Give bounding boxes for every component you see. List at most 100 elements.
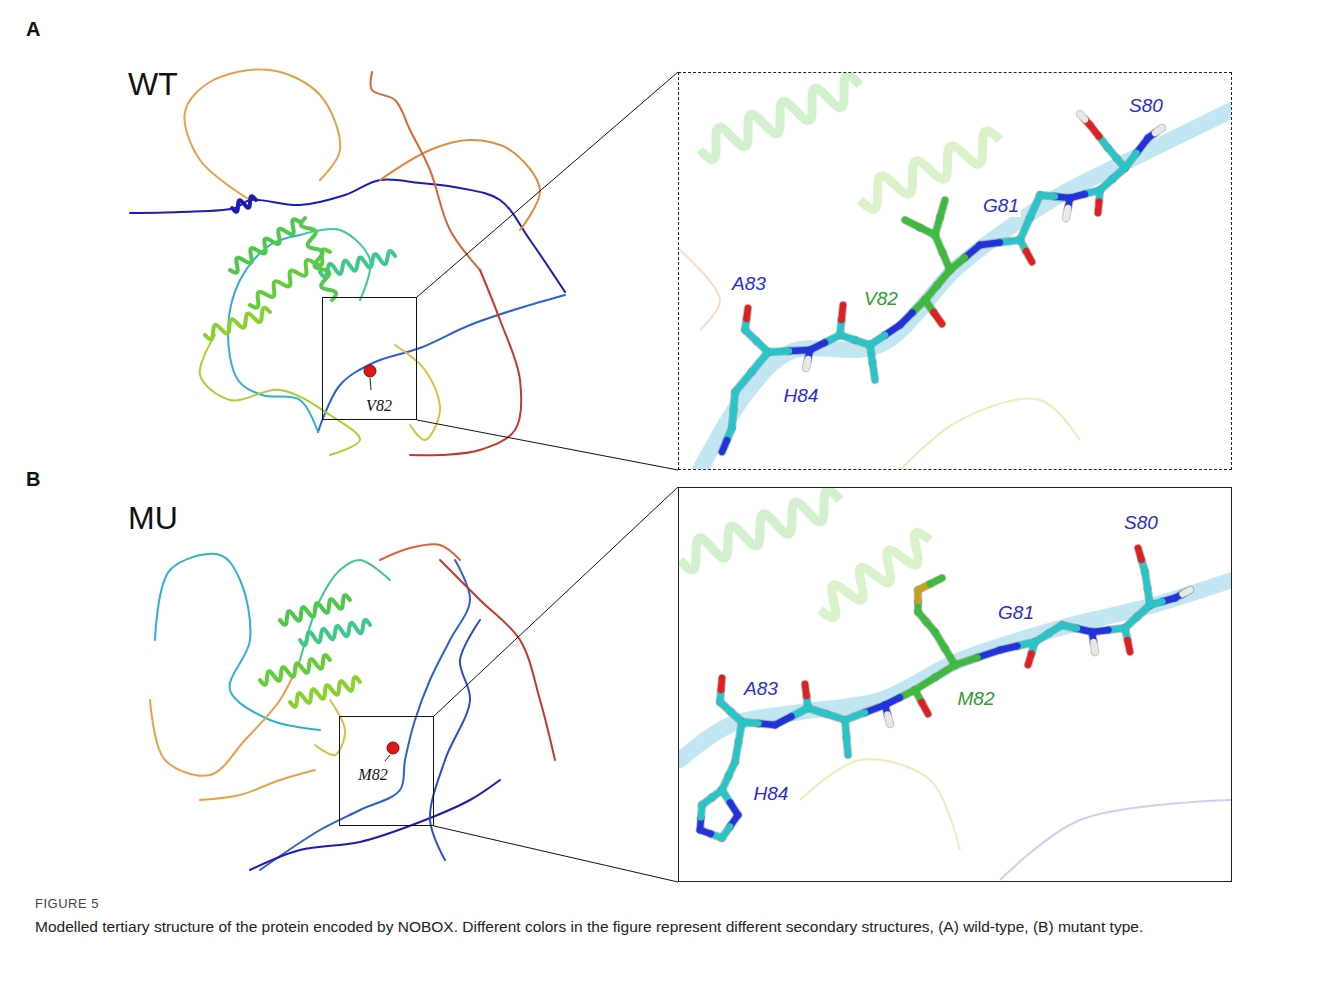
coil-trace [200, 770, 315, 800]
bond-stick [721, 678, 722, 690]
bond-stick [1098, 202, 1099, 214]
coil-trace [430, 620, 480, 860]
zoom-leader-line [417, 420, 678, 470]
bond-outline [1155, 128, 1162, 133]
helix-ribbon [205, 308, 270, 339]
helix-ribbon [232, 196, 256, 211]
residue-label: H84 [782, 385, 821, 407]
bond-stick [888, 715, 891, 725]
bond-stick [1094, 642, 1096, 652]
bond-outline [955, 658, 978, 666]
bond-stick [805, 684, 807, 696]
residue-label: H84 [752, 783, 791, 805]
bond-stick [873, 363, 876, 381]
zoom-background [680, 490, 1231, 880]
bond-outline [1020, 218, 1030, 241]
bond-stick [1128, 640, 1131, 652]
coil-trace [380, 140, 540, 230]
bond-outline [978, 650, 1001, 658]
faint-helix [700, 75, 860, 160]
zoom-leader-line [434, 487, 678, 716]
coil-trace [315, 700, 345, 755]
residue-label: A83 [730, 273, 768, 295]
zoom-source-box: M82 [339, 716, 434, 826]
zoom-source-box: V82 [322, 297, 417, 420]
helix-ribbon [301, 218, 336, 300]
bond-stick [1020, 218, 1030, 241]
bond-outline [806, 359, 808, 368]
bond-outline [940, 200, 945, 218]
residue-label: S80 [1127, 95, 1165, 117]
bond-stick [712, 790, 722, 798]
zoom-panel: S80G81V82 A83H84 [678, 72, 1232, 470]
bond-stick [940, 200, 945, 218]
mutant-cartoon [150, 544, 555, 870]
residue-label: G81 [981, 195, 1021, 217]
bond-stick [1138, 548, 1142, 560]
bond-stick [722, 440, 727, 452]
bond-outline [1028, 654, 1032, 666]
residue-label: G81 [996, 602, 1036, 624]
panel-letter: B [26, 468, 40, 491]
figure-number: FIGURE 5 [35, 896, 99, 911]
bond-stick [915, 678, 935, 691]
bond-outline [805, 684, 807, 696]
bond-outline [847, 738, 849, 756]
bond-outline [842, 305, 844, 320]
bond-stick [847, 738, 849, 756]
bond-stick [978, 650, 1001, 658]
bond-stick [1028, 654, 1032, 666]
bond-stick [1080, 114, 1085, 120]
bond-stick [1030, 195, 1040, 218]
coil-trace [184, 69, 340, 200]
helix-ribbon [230, 219, 300, 273]
bond-outline [1030, 195, 1040, 218]
helix-ribbon [280, 595, 350, 624]
wild-type-cartoon [130, 69, 565, 455]
bond-outline [1094, 642, 1096, 652]
residue-dot [387, 742, 399, 754]
faint-helix [680, 490, 840, 570]
residue-label: S80 [1122, 512, 1160, 534]
faint-helix [860, 131, 1000, 209]
faint-loop [1000, 800, 1231, 880]
marker-tick [370, 378, 371, 390]
residue-label: M82 [956, 688, 997, 710]
zoom-leader-line [417, 72, 678, 297]
bond-outline [721, 678, 722, 690]
coil-trace [250, 780, 500, 870]
bond-outline [1080, 114, 1085, 120]
bond-stick [935, 665, 955, 678]
bond-stick [934, 312, 943, 324]
coil-trace [200, 335, 360, 455]
zoom-background [680, 75, 1231, 469]
bond-outline [905, 220, 920, 228]
bond-outline [888, 715, 891, 725]
coil-trace [318, 295, 565, 432]
bond-stick [1066, 208, 1068, 218]
marker-tick [385, 755, 390, 761]
backbone-tube [700, 110, 1231, 469]
residue-label: V82 [862, 288, 900, 310]
faint-loop [900, 399, 1080, 469]
coil-trace [130, 179, 565, 292]
bond-stick [842, 305, 844, 320]
bond-outline [873, 363, 876, 381]
coil-trace [440, 560, 555, 760]
helix-ribbon [260, 655, 330, 684]
residue-label: M82 [356, 766, 389, 784]
bond-outline [735, 372, 752, 392]
bond-outline [1026, 251, 1032, 262]
figure-caption: Modelled tertiary structure of the prote… [35, 916, 1290, 937]
wild-type-sticks [722, 114, 1162, 452]
panel-title: WT [128, 66, 178, 103]
bond-stick [930, 578, 942, 584]
bond-outline [930, 578, 942, 584]
backbone-tube [680, 580, 1231, 760]
bond-stick [752, 352, 769, 372]
coil-trace [371, 72, 480, 270]
zoom-panel: S80G81M82A83H84 [678, 487, 1232, 882]
bond-outline [935, 665, 955, 678]
coil-trace [410, 270, 521, 455]
